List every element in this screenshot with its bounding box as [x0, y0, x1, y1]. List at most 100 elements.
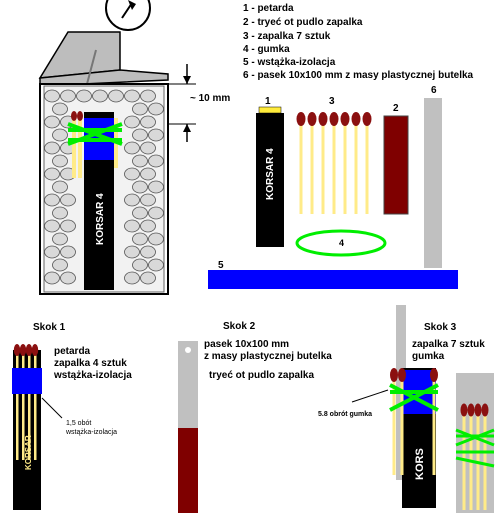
pellet	[132, 232, 148, 246]
pellet	[124, 245, 140, 259]
pellet	[132, 206, 148, 220]
grenade-cross-section: KORSAR 4 ~ 10 mm	[38, 0, 230, 295]
match-head	[340, 112, 350, 126]
part-striker	[383, 115, 409, 215]
pellet	[140, 89, 156, 103]
step2-line-1: pasek 10x100 mm	[204, 339, 289, 350]
pellet	[76, 89, 92, 103]
step1-note-1: 1,5 obót	[66, 420, 91, 427]
step3-line-2: gumka	[412, 351, 445, 362]
step1-line-2: zapalka 4 sztuk	[54, 358, 127, 369]
pellet	[124, 115, 140, 129]
pellet	[44, 167, 60, 181]
match-stick	[400, 375, 404, 475]
match-stick	[332, 122, 336, 214]
legend-item-2: 2 - tryeć ot pudlo zapalka	[243, 17, 363, 28]
match-stick	[343, 122, 347, 214]
part-plastic-strip	[424, 98, 442, 268]
pellet	[140, 193, 156, 207]
step3-title: Skok 3	[424, 322, 457, 333]
pellet	[140, 219, 156, 233]
pellet	[148, 154, 164, 168]
step1-line-1: petarda	[54, 346, 91, 357]
pellet	[44, 245, 60, 259]
step1-line-3: wstążka-izolacja	[53, 370, 132, 381]
legend-item-6: 6 - pasek 10x100 mm z masy plastycznej b…	[243, 70, 474, 81]
step2-line-3: tryeć ot pudlo zapalka	[209, 370, 314, 381]
pellet	[132, 154, 148, 168]
pellet	[52, 232, 68, 246]
legend: 1 - petarda 2 - tryeć ot pudlo zapalka 3…	[243, 3, 474, 81]
step1-tape	[12, 368, 42, 394]
pellet	[52, 206, 68, 220]
pellet	[44, 89, 60, 103]
pellet	[132, 102, 148, 116]
pellet	[132, 258, 148, 272]
petarda-body	[84, 150, 114, 290]
pellet	[44, 271, 60, 285]
pellet	[132, 180, 148, 194]
pellet	[44, 115, 60, 129]
grenade-korsar-label: KORSAR 4	[95, 193, 106, 245]
pellets	[44, 89, 164, 285]
pellet	[52, 258, 68, 272]
match-stick	[432, 375, 436, 475]
match-stick	[483, 410, 487, 510]
step3-stick-text: KORS	[414, 448, 426, 480]
part-korsar-label: KORSAR 4	[265, 148, 276, 200]
match-stick	[321, 122, 325, 214]
part-rubber-band	[295, 229, 387, 257]
step1-matches	[13, 344, 39, 460]
match-head	[329, 112, 339, 126]
match-head	[307, 112, 317, 126]
pellet	[148, 128, 164, 142]
match-head	[390, 368, 398, 382]
pellet	[60, 245, 76, 259]
part-insulation-tape	[208, 270, 458, 289]
match-head	[481, 403, 489, 417]
match-stick	[16, 350, 19, 460]
step3-rubber-band	[389, 383, 439, 412]
step3-line-1: zapalka 7 sztuk	[412, 339, 485, 350]
pellet	[140, 271, 156, 285]
match-head	[474, 403, 482, 417]
part-number-5: 5	[218, 260, 224, 271]
pellet	[148, 206, 164, 220]
match-stick	[28, 350, 31, 460]
step2-striker	[178, 428, 198, 513]
gauge-icon	[105, 0, 151, 31]
pellet	[148, 258, 164, 272]
pellet	[148, 180, 164, 194]
pellet	[60, 219, 76, 233]
pellet	[124, 89, 140, 103]
match-head	[25, 344, 33, 356]
pellet	[52, 154, 68, 168]
step-2: Skok 2 pasek 10x100 mm z masy plastyczne…	[178, 321, 332, 513]
match-stick	[310, 122, 314, 214]
match-head	[318, 112, 328, 126]
pellet	[124, 193, 140, 207]
pellet	[92, 89, 108, 103]
pellet	[52, 128, 68, 142]
legend-item-1: 1 - petarda	[243, 3, 294, 14]
step3-note: 5.8 obrót gumka	[318, 411, 372, 418]
pellet	[124, 271, 140, 285]
pellet	[44, 193, 60, 207]
match-head	[460, 403, 468, 417]
match-head	[19, 344, 27, 356]
match-head	[467, 403, 475, 417]
legend-item-4: 4 - gumka	[243, 44, 290, 55]
match-stick	[392, 375, 396, 475]
part-petarda	[256, 113, 284, 247]
pellet	[60, 271, 76, 285]
pellet	[60, 193, 76, 207]
pellet	[140, 167, 156, 181]
pellet	[108, 89, 124, 103]
match-stick	[354, 122, 358, 214]
pellet	[124, 141, 140, 155]
match-stick	[365, 122, 369, 214]
pellet	[44, 141, 60, 155]
match-head	[430, 368, 438, 382]
legend-item-5: 5 - wstążka-izolacja	[243, 57, 336, 68]
parts-layout: 1 KORSAR 4 3 2 6 4 5	[208, 85, 458, 289]
